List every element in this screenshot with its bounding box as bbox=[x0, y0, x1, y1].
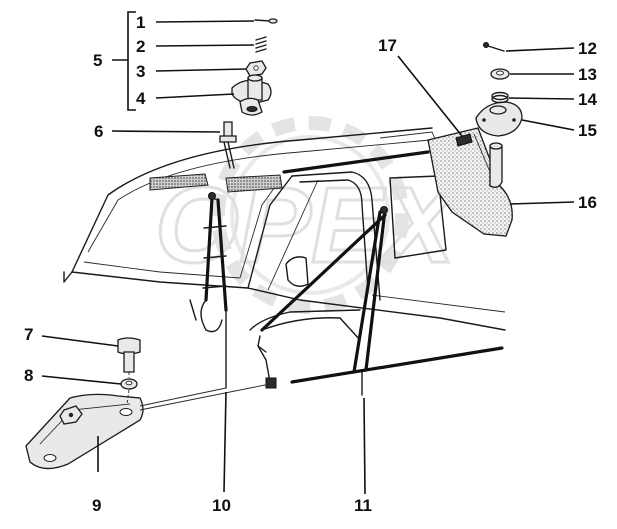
callout-labels: 1 2 3 4 5 6 7 8 9 10 11 12 13 14 15 16 1… bbox=[24, 13, 597, 515]
callout-8: 8 bbox=[24, 366, 33, 385]
callout-4: 4 bbox=[136, 89, 146, 108]
watermark: OPEX bbox=[153, 116, 463, 314]
sun-visor bbox=[427, 127, 513, 237]
callout-6: 6 bbox=[94, 122, 103, 141]
bracket-assembly bbox=[25, 337, 271, 470]
mount-plate bbox=[475, 101, 523, 137]
callout-11: 11 bbox=[354, 496, 372, 515]
cab-body bbox=[63, 127, 506, 331]
callout-2: 2 bbox=[136, 37, 145, 56]
callout-13: 13 bbox=[578, 65, 597, 84]
leader-lines bbox=[41, 20, 575, 495]
washer bbox=[490, 68, 510, 80]
callout-1: 1 bbox=[136, 13, 145, 32]
lower-rail bbox=[290, 346, 504, 384]
callout-16: 16 bbox=[578, 193, 597, 212]
callout-5: 5 bbox=[93, 51, 102, 70]
group-bracket bbox=[112, 11, 136, 111]
mirror-arm-right bbox=[257, 206, 388, 396]
marker-lamp-center bbox=[225, 174, 283, 193]
callout-9: 9 bbox=[92, 496, 101, 515]
callout-14: 14 bbox=[578, 90, 597, 109]
marker-lamp-left bbox=[149, 173, 209, 191]
stud-bolt bbox=[219, 121, 237, 169]
roof-rail bbox=[282, 150, 430, 174]
callout-7: 7 bbox=[24, 325, 33, 344]
callout-3: 3 bbox=[136, 62, 145, 81]
callout-12: 12 bbox=[578, 39, 597, 58]
spring-ring bbox=[491, 91, 509, 104]
mirror-arm-left bbox=[189, 192, 228, 389]
pin bbox=[483, 42, 505, 52]
callout-10: 10 bbox=[212, 496, 231, 515]
callout-15: 15 bbox=[578, 121, 597, 140]
callout-17: 17 bbox=[378, 36, 397, 55]
exploded-parts-upper bbox=[231, 18, 278, 116]
